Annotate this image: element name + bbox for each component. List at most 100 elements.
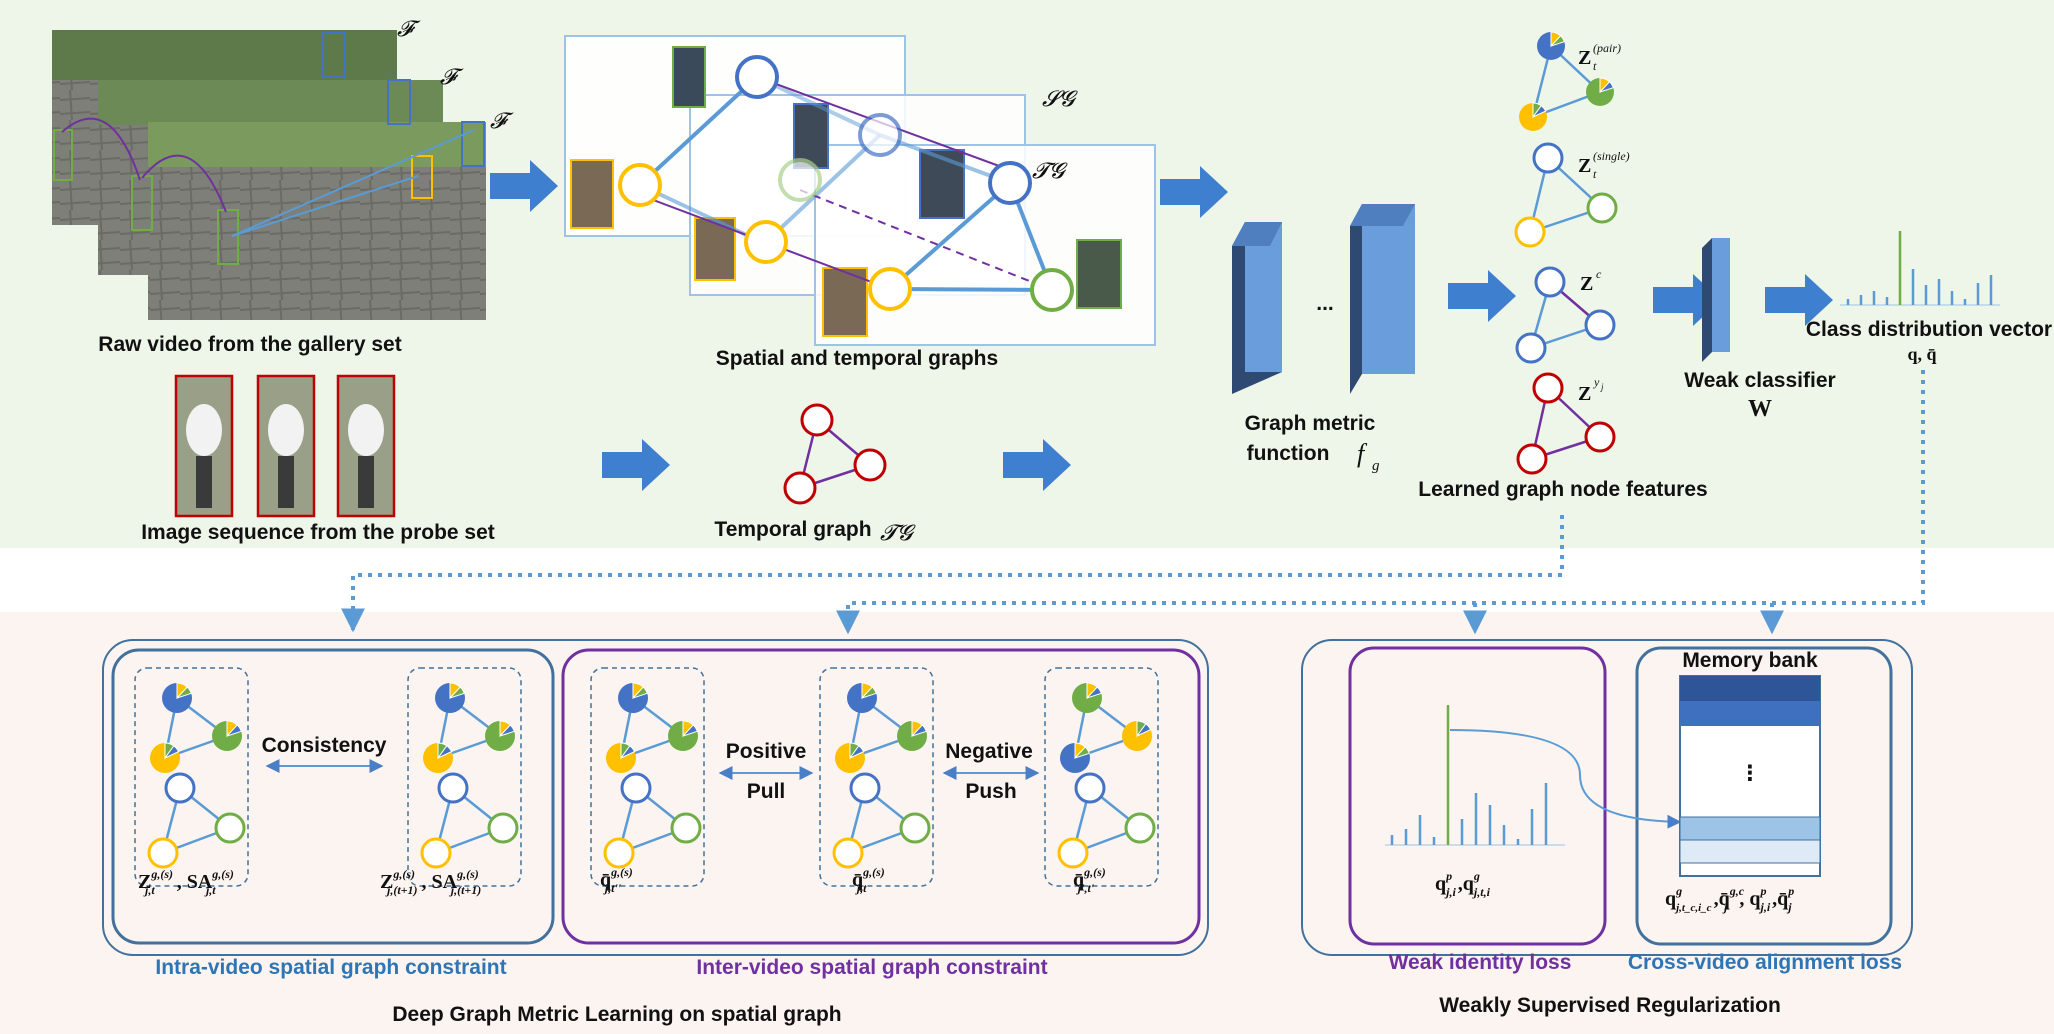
inter-group-anchor-neighbor [590, 667, 705, 887]
graphs-caption: Spatial and temporal graphs [716, 347, 998, 370]
metric-caption-line2: function [1247, 442, 1330, 465]
inter-group-anchor [819, 667, 934, 887]
learned-feature-graphs [1514, 31, 1618, 475]
ring-node-yellow [603, 837, 635, 869]
ring-node-green [487, 812, 519, 844]
cross-video-title: Cross-video alignment loss [1628, 951, 1902, 974]
ring-node-blue [849, 772, 881, 804]
intra-video-title: Intra-video spatial graph constraint [155, 956, 506, 979]
inter-group-negative [1044, 667, 1159, 887]
metric-ellipsis: ... [1316, 292, 1334, 315]
memory-bank-title: Memory bank [1682, 649, 1818, 672]
pie-node [423, 742, 453, 773]
probe-image-sequence [174, 374, 396, 518]
consistency-label: Consistency [262, 734, 387, 757]
positive-label: Positive [726, 740, 807, 763]
pie-node [1060, 742, 1090, 773]
class-distribution-bars [1840, 231, 2000, 306]
arrow-temporal-to-metric [1003, 439, 1071, 491]
ring-node-blue [1074, 772, 1106, 804]
intra-group-t1 [407, 667, 522, 887]
single-node-yellow [1514, 216, 1546, 248]
intra-video-panel [111, 648, 555, 945]
pie-node [847, 682, 877, 713]
memory-bank [1679, 675, 1821, 877]
pie-node [606, 742, 636, 773]
arrow-graphs-to-metric [1160, 166, 1228, 218]
svg-text:Zg,(s)j,(t+1), SAg,(s)j,(t+1): Zg,(s)j,(t+1), SAg,(s)j,(t+1) [380, 867, 481, 897]
z-y-sup: y [1593, 375, 1600, 389]
arrow-probe-to-temporal [602, 439, 670, 491]
pie-node [897, 720, 927, 751]
spatial-temporal-graph-panels [564, 35, 1156, 346]
weak-identity-bars [1385, 705, 1565, 846]
dotted-connectors [341, 370, 1925, 635]
weak-identity-panel [1348, 646, 1607, 946]
cdv-symbol: q, q̄ [1907, 344, 1936, 364]
pie-node [835, 742, 865, 773]
z-labels: Z (pair) t Z (single) t Z c Z y j [1578, 41, 1630, 405]
svg-text:Z: Z [1578, 155, 1591, 177]
svg-text:Z: Z [1578, 47, 1591, 69]
pie-node [435, 682, 465, 713]
push-label: Push [965, 780, 1016, 803]
wsr-panel [1301, 639, 1913, 956]
single-node-blue [1532, 142, 1564, 174]
pie-node [150, 742, 180, 773]
metric-caption-line1: Graph metric [1245, 412, 1376, 435]
ring-node-yellow [147, 837, 179, 869]
memory-write-arrow [1449, 729, 1682, 829]
ring-node-green [899, 812, 931, 844]
ring-node-yellow [1057, 837, 1089, 869]
cross-video-panel [1635, 646, 1893, 946]
svg-text:Z: Z [1578, 383, 1591, 405]
svg-text:t: t [1593, 167, 1597, 181]
tg-label: 𝓣𝓖 [1032, 158, 1068, 183]
c-node-2 [1584, 309, 1616, 341]
y-node-1 [1532, 372, 1564, 404]
sg-label: 𝓢𝓖 [1042, 86, 1078, 111]
pie-node [1072, 682, 1102, 713]
dgml-section-title: Deep Graph Metric Learning on spatial gr… [392, 1003, 841, 1026]
graph-metric-network [1232, 204, 1415, 394]
pair-node-green [1586, 77, 1614, 106]
ring-node-yellow [832, 837, 864, 869]
features-caption: Learned graph node features [1418, 478, 1707, 501]
pie-node [1122, 720, 1152, 751]
classifier-symbol: W [1748, 396, 1772, 422]
inter-video-title: Inter-video spatial graph constraint [696, 956, 1047, 979]
pie-node [618, 682, 648, 713]
gallery-caption: Raw video from the gallery set [98, 333, 401, 356]
metric-symbol: f [1357, 439, 1368, 468]
z-pair-sup: (pair) [1593, 41, 1621, 55]
ring-node-green [670, 812, 702, 844]
z-single-sup: (single) [1593, 149, 1630, 163]
arrow-gallery-to-graphs [490, 160, 558, 212]
wsr-section-title: Weakly Supervised Regularization [1439, 994, 1781, 1017]
intra-group-t [134, 667, 249, 887]
pie-node [162, 682, 192, 713]
weak-classifier-layer [1702, 238, 1730, 362]
pie-node [212, 720, 242, 751]
classifier-caption: Weak classifier [1684, 369, 1835, 392]
z-c-sup: c [1596, 267, 1602, 281]
ring-node-green [214, 812, 246, 844]
y-node-3 [1516, 443, 1548, 475]
gallery-video-frames [52, 30, 486, 320]
ring-node-yellow [420, 837, 452, 869]
pair-node-yellow [1519, 102, 1547, 131]
svg-text:j: j [1600, 382, 1604, 392]
memory-bank-dots: ⋮ [1740, 762, 1761, 785]
metric-symbol-sub: g [1372, 458, 1380, 474]
c-node-1 [1534, 266, 1566, 298]
svg-text:Z: Z [1580, 273, 1593, 295]
probe-temporal-graph [783, 403, 887, 505]
pair-node-blue [1537, 31, 1565, 60]
single-node-green [1586, 192, 1618, 224]
bottom-graph-groups [134, 667, 1159, 887]
arrow-metric-to-features [1448, 270, 1516, 322]
negative-label: Negative [945, 740, 1033, 763]
y-node-2 [1584, 421, 1616, 453]
